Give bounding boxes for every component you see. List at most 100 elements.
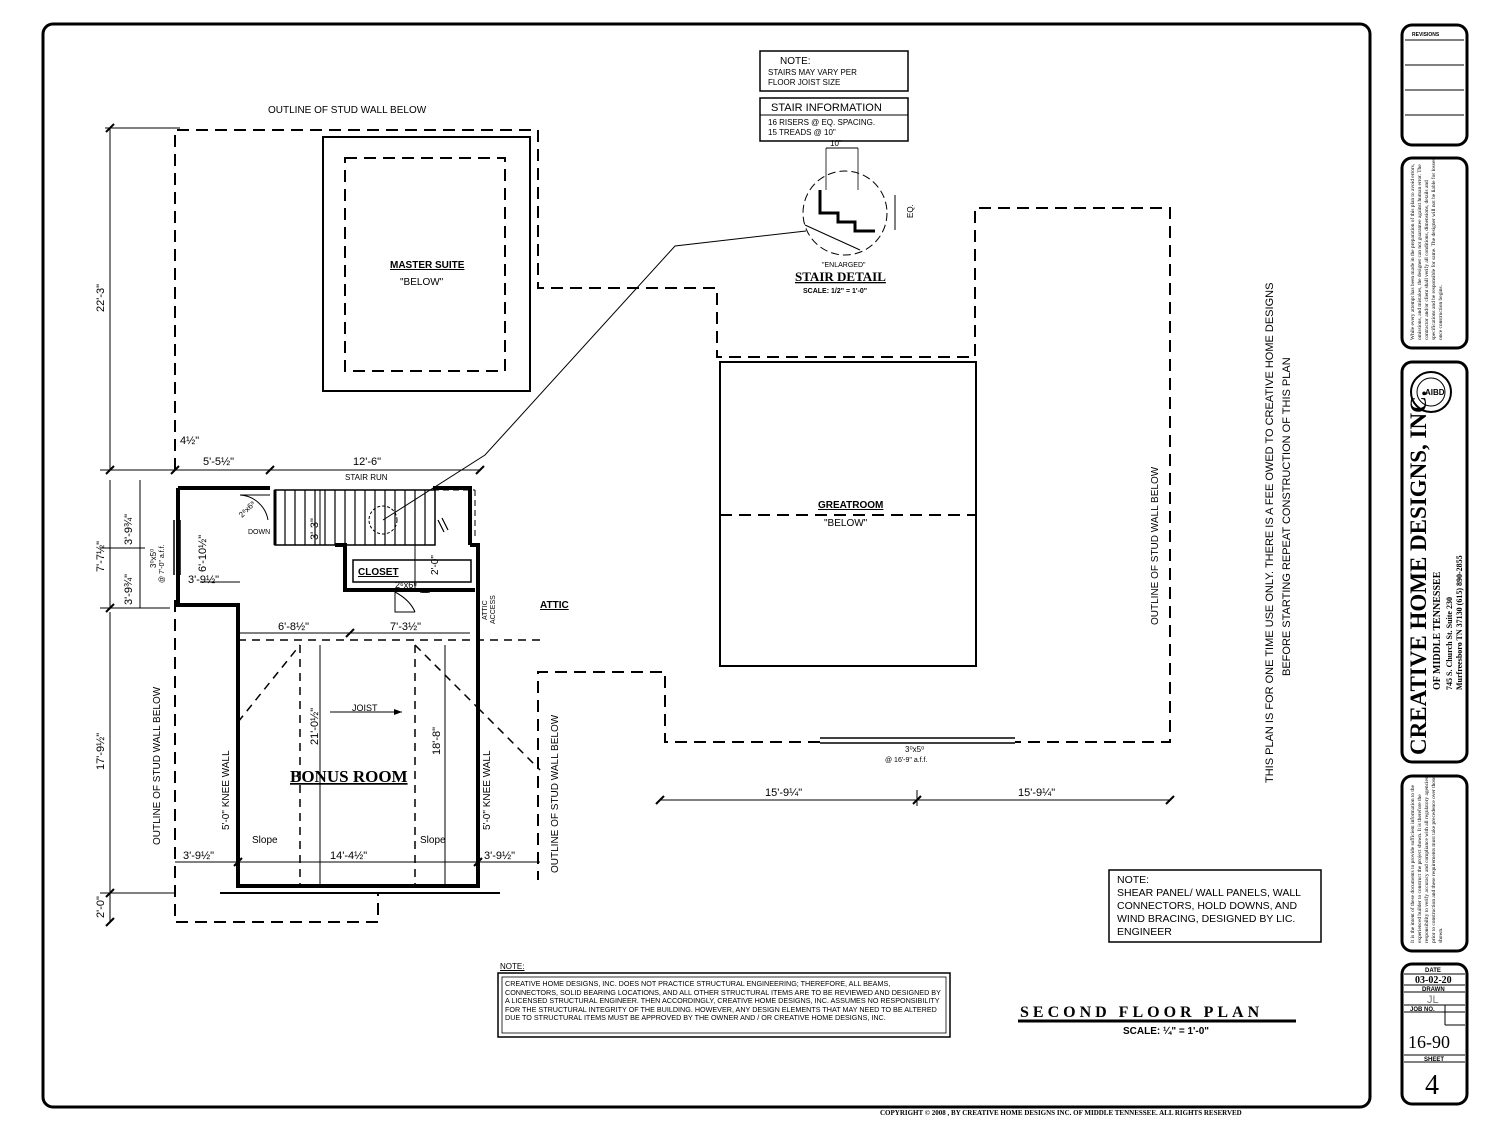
slope-lines	[237, 639, 541, 886]
label-outline-stud-wall-left: OUTLINE OF STUD WALL BELOW	[152, 686, 163, 845]
sheet-border	[41, 22, 1372, 1109]
tb-job: 16-90	[1408, 1032, 1450, 1052]
copyright: COPYRIGHT © 2008 , BY CREATIVE HOME DESI…	[880, 1109, 1242, 1117]
tb-date-label: DATE	[1425, 968, 1441, 974]
dimension-lines	[100, 127, 1170, 922]
tb-sheet: 4	[1425, 1070, 1439, 1101]
structural-note-title: NOTE:	[500, 962, 525, 971]
dim-2-0: 2'-0"	[95, 896, 107, 918]
tb-city-phone: Murfreesboro TN 37130 (615) 890-2855	[1455, 555, 1464, 690]
label-bonus-room: BONUS ROOM	[290, 767, 408, 786]
dim-7-3half: 7'-3½"	[390, 621, 421, 633]
shear-note-title: NOTE:	[1117, 874, 1150, 886]
dim-15-9q-b: 15'-9¼"	[1018, 787, 1055, 799]
tb-revision-rows	[1405, 39, 1464, 116]
tb-revisions-label: REVISIONS	[1412, 32, 1440, 38]
dim-3-9half-a: 3'-9½"	[188, 574, 219, 586]
tb-date: 03-02-20	[1415, 975, 1452, 986]
stair-detail-enlarged: "ENLARGED"	[822, 262, 866, 269]
label-outline-stud-wall-right: OUTLINE OF STUD WALL BELOW	[1150, 466, 1161, 625]
dim-6-10half: 6'-10½"	[197, 535, 209, 572]
stair-info-title: STAIR INFORMATION	[771, 102, 882, 114]
tb-sheet-label: SHEET	[1424, 1057, 1444, 1063]
tb-job-label: JOB NO.	[1410, 1007, 1435, 1013]
fee-notice-line1: THIS PLAN IS FOR ONE TIME USE ONLY. THER…	[1264, 283, 1276, 783]
window-greatroom	[820, 737, 1015, 744]
label-window-right-aff: @ 16'-9" a.f.f.	[885, 757, 927, 764]
tb-intent-text-wrap: It is the intent of these documents to p…	[1410, 776, 1444, 943]
label-knee-wall-left: 5'-0" KNEE WALL	[221, 750, 232, 830]
dim-3-9half-b: 3'-9½"	[183, 850, 214, 862]
doors	[239, 494, 431, 613]
plan-scale: SCALE: ¼" = 1'-0"	[1123, 1026, 1209, 1037]
label-greatroom-below: "BELOW"	[824, 518, 868, 529]
dim-4-half: 4½"	[180, 435, 199, 447]
stair	[273, 489, 476, 546]
stair-detail-tread: 10"	[830, 139, 842, 148]
label-stair-run: STAIR RUN	[345, 473, 388, 482]
label-attic-access-2: ACCESS	[490, 595, 497, 624]
label-knee-wall-right: 5'-0" KNEE WALL	[482, 750, 493, 830]
structural-note-inner	[501, 976, 947, 1034]
tb-company-name: CREATIVE HOME DESIGNS, INC.	[1406, 391, 1431, 755]
label-slope-left: Slope	[252, 835, 278, 846]
dim-3-9half-c: 3'-9½"	[484, 850, 515, 862]
label-window-left: 3⁰x5⁰	[149, 549, 158, 568]
tb-intent	[1400, 774, 1469, 953]
tb-info-rows	[1404, 973, 1465, 1063]
shear-note-box	[1108, 869, 1322, 943]
label-master-suite: MASTER SUITE	[390, 260, 465, 271]
label-door-closet: 2⁶x6⁸	[395, 580, 417, 590]
dim-14-4half: 14'-4½"	[330, 850, 367, 862]
dim-12-6: 12'-6"	[353, 456, 381, 468]
dim-17-9half: 17'-9½"	[95, 733, 107, 770]
stair-note-box	[759, 50, 909, 92]
label-attic: ATTIC	[540, 600, 569, 611]
dim-3-3: 3'-3"	[309, 518, 321, 540]
tb-revisions	[1400, 23, 1469, 147]
dim-2-0-closet: 2'-0"	[430, 555, 441, 575]
label-window-right: 3⁰x5⁰	[905, 745, 924, 754]
tb-company	[1400, 360, 1469, 764]
dim-15-9q-a: 15'-9¼"	[765, 787, 802, 799]
stair-detail-title: STAIR DETAIL	[795, 269, 886, 284]
label-joist: JOIST	[352, 703, 378, 713]
dimension-ticks	[105, 123, 1175, 927]
svg-text:AIBD: AIBD	[1425, 388, 1445, 397]
plan-title: SECOND FLOOR PLAN	[1020, 1004, 1263, 1021]
tb-drawn-label: DRAWN	[1422, 987, 1445, 993]
label-window-left-aff: @ 7'-0" a.f.f.	[159, 544, 166, 583]
tb-address: 745 S. Church St. Suite 230	[1445, 597, 1454, 690]
stair-note-title: NOTE:	[780, 56, 811, 67]
label-outline-stud-wall-top: OUTLINE OF STUD WALL BELOW	[268, 105, 427, 116]
stair-detail-scale: SCALE: 1/2" = 1'-0"	[803, 288, 867, 295]
label-down: DOWN	[248, 529, 270, 536]
label-master-below: "BELOW"	[400, 277, 444, 288]
dim-3-9-3q-a: 3'-9¾"	[123, 514, 135, 545]
label-slope-right: Slope	[420, 835, 446, 846]
stair-info-line2: 15 TREADS @ 10"	[768, 128, 836, 137]
label-attic-access-1: ATTIC	[482, 600, 489, 620]
dim-5-5half: 5'-5½"	[203, 456, 234, 468]
fee-notice-line2: BEFORE STARTING REPEAT CONSTRUCTION OF T…	[1281, 357, 1293, 676]
structural-note-box	[497, 972, 951, 1038]
shear-note: NOTE: SHEAR PANEL/ WALL PANELS, WALL CON…	[1117, 874, 1321, 939]
stair-detail-eq: EQ.	[906, 204, 915, 218]
dim-7-7half: 7'-7½"	[95, 541, 107, 572]
stud-wall-outline	[174, 129, 1171, 923]
stair-note-line1: STAIRS MAY VARY PER	[768, 68, 857, 77]
detail-leader	[382, 230, 807, 521]
tb-intent-text: It is the intent of these documents to p…	[1410, 776, 1444, 943]
shear-note-body: SHEAR PANEL/ WALL PANELS, WALL CONNECTOR…	[1117, 887, 1301, 938]
label-door-bonus: 2⁸x6⁸	[237, 499, 257, 519]
stair-info-box	[759, 97, 909, 142]
closet-box	[352, 559, 472, 583]
tb-disclaimer-text: While every attempt has been made in the…	[1410, 158, 1444, 340]
master-suite-outline	[322, 136, 531, 392]
window-left	[173, 520, 181, 575]
label-closet: CLOSET	[358, 567, 399, 578]
tb-disclaimer	[1400, 156, 1469, 350]
dim-6-8half: 6'-8½"	[278, 621, 309, 633]
dim-21-0half: 21'-0½"	[309, 708, 321, 745]
